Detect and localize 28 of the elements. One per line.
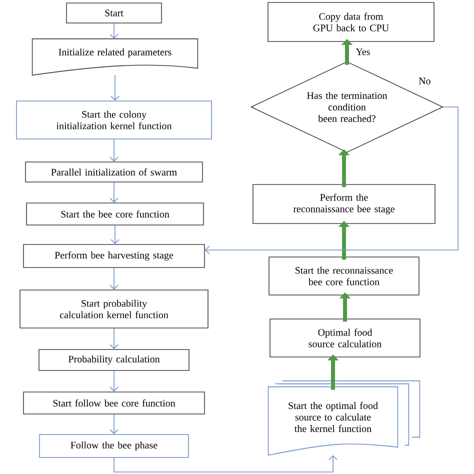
arrow bbox=[110, 370, 118, 392]
process-box: Copy data from GPU back to CPU bbox=[268, 2, 434, 42]
document-box: Initialize related parameters bbox=[32, 38, 198, 76]
arrow bbox=[110, 268, 118, 290]
arrow bbox=[110, 23, 118, 39]
arrow bbox=[110, 182, 118, 203]
arrow bbox=[110, 74, 120, 101]
arrow bbox=[110, 328, 118, 350]
process-box: Parallel initialization of swarm bbox=[25, 162, 203, 182]
process-box: Start the colony initialization kernel function bbox=[16, 100, 212, 140]
process-box: Start the bee core function bbox=[26, 202, 204, 226]
process-box: Optimal food source calculation bbox=[270, 318, 420, 358]
process-box: Perform bee harvesting stage bbox=[23, 244, 205, 268]
process-box: Perform the reconnaissance bee stage bbox=[252, 184, 436, 224]
arrow bbox=[114, 455, 338, 472]
process-box: Follow the bee phase bbox=[39, 434, 189, 458]
arrow bbox=[110, 225, 120, 244]
edge-label: No bbox=[418, 78, 430, 84]
multi-document-box: Start the optimal food source to calculate the kernel function bbox=[268, 380, 420, 456]
arrow bbox=[204, 106, 458, 254]
arrow bbox=[110, 414, 118, 434]
edge-label: Yes bbox=[356, 48, 370, 56]
process-box: Start probability calculation kernel function bbox=[20, 290, 208, 328]
process-box: Start the reconnaissance bee core function bbox=[268, 256, 420, 296]
process-box: Start bbox=[66, 2, 162, 24]
process-box: Start follow bee core function bbox=[23, 392, 205, 414]
process-box: Probability calculation bbox=[38, 349, 190, 371]
arrow bbox=[110, 139, 118, 162]
